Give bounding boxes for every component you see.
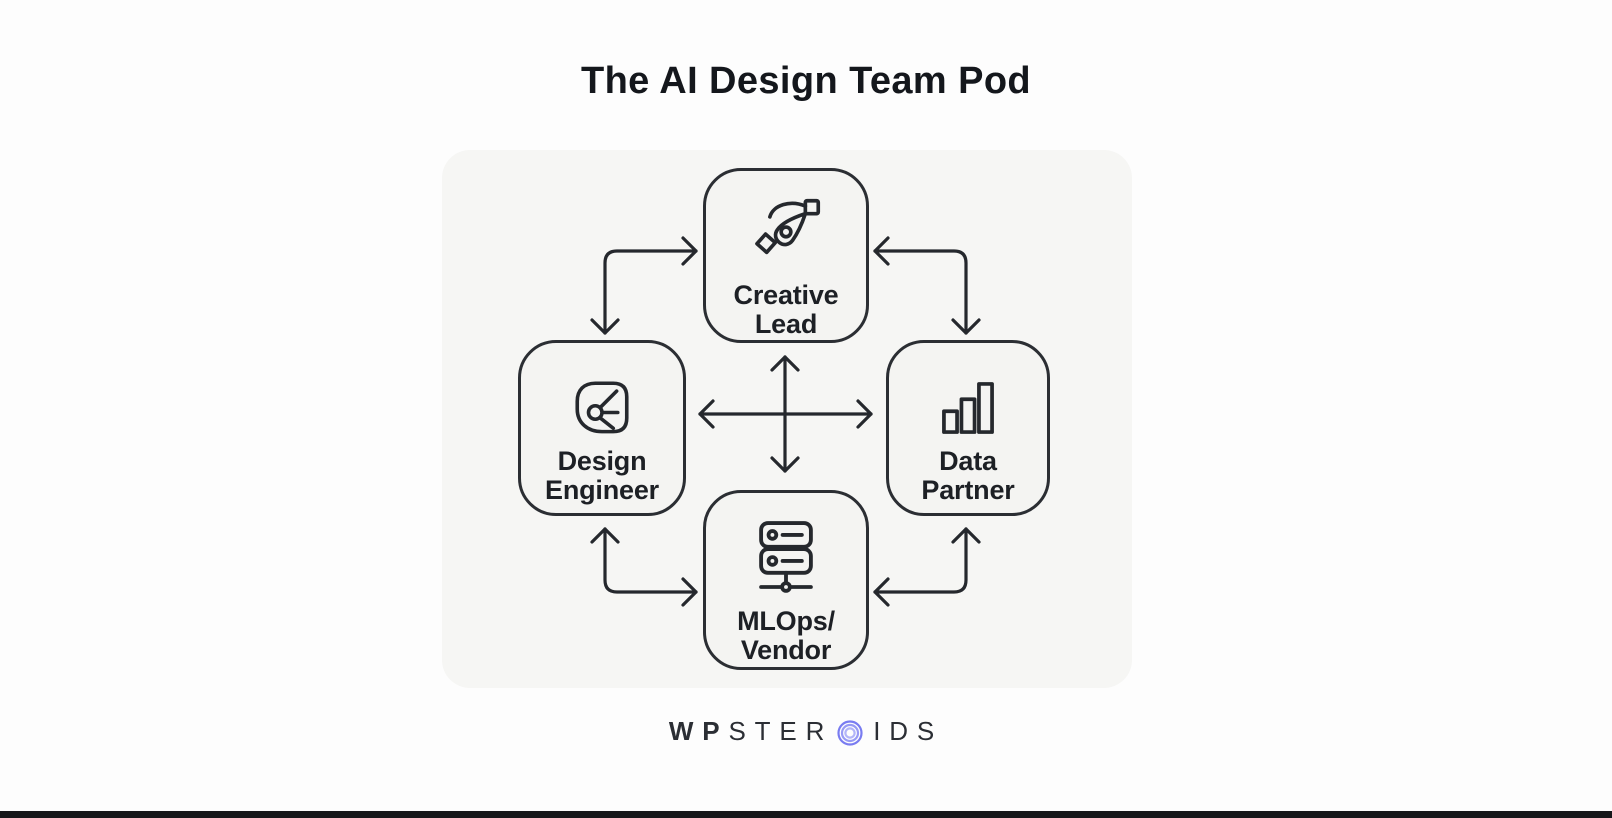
node-label-line1: MLOps/ bbox=[737, 606, 835, 636]
node-label-line2: Vendor bbox=[740, 635, 832, 665]
server-stack-icon bbox=[745, 507, 827, 607]
node-label-line1: Data bbox=[939, 446, 997, 476]
node-data-partner: Data Partner bbox=[886, 340, 1050, 516]
vector-node-icon bbox=[566, 369, 638, 447]
node-label-line2: Lead bbox=[754, 309, 818, 339]
node-label-line2: Partner bbox=[921, 475, 1015, 505]
node-label-line1: Creative bbox=[733, 280, 839, 310]
concentric-arcs-icon bbox=[835, 719, 865, 747]
node-label-line1: Design bbox=[557, 446, 647, 476]
node-mlops-vendor: MLOps/ Vendor bbox=[703, 490, 869, 670]
bar-chart-icon bbox=[933, 369, 1003, 447]
node-design-engineer: Design Engineer bbox=[518, 340, 686, 516]
bottom-border-bar bbox=[0, 811, 1612, 818]
logo-text-ids: IDS bbox=[873, 716, 944, 746]
node-label-line2: Engineer bbox=[545, 475, 659, 505]
node-creative-lead: Creative Lead bbox=[703, 168, 869, 343]
logo-text-wp: WP bbox=[668, 716, 729, 746]
page-title: The AI Design Team Pod bbox=[580, 60, 1032, 102]
logo-text-ster: STER bbox=[728, 716, 834, 746]
pen-tool-icon bbox=[743, 185, 829, 281]
